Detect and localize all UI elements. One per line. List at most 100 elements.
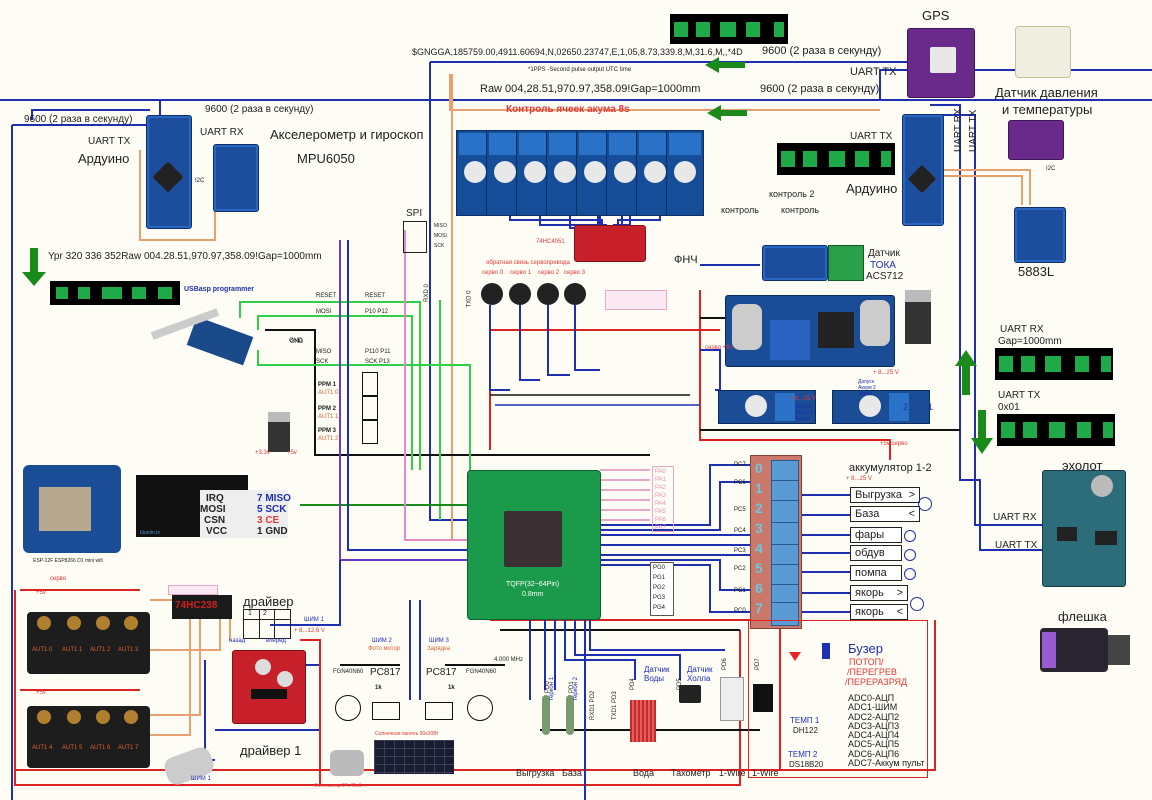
usbasp-miso: MISO <box>316 349 332 355</box>
servo-pot <box>564 283 586 305</box>
wire <box>940 114 1045 526</box>
bottom-label-baza: База <box>562 768 582 778</box>
mcu-package: TQFP(32~64Pin) <box>506 581 560 588</box>
mpu-title: Акселерометр и гироскоп <box>270 127 424 142</box>
pc-pin: PC3 <box>734 548 746 554</box>
load-label: помпа <box>855 567 887 579</box>
pd1-label: PD1 <box>569 681 575 693</box>
servo-bottom-3: AUT1 7 <box>118 745 139 751</box>
ds18b20-sensor <box>753 684 773 712</box>
echo-tx-pin: UART TX <box>995 540 1038 551</box>
wire <box>347 240 470 551</box>
echo-board <box>1042 470 1126 587</box>
pwm3-sub: Зарядка <box>427 646 451 652</box>
ppm-1-label: PPM 1 <box>318 382 337 388</box>
echo-rx-label: UART RX <box>1000 324 1044 335</box>
servo-bottom-1: AUT1 5 <box>62 745 83 751</box>
opto-2-part: PC817 <box>426 667 457 678</box>
driver-voltage: + 8...12,6 V <box>294 628 325 634</box>
relay <box>771 602 799 626</box>
nrf-pin-vcc: VCC <box>206 526 228 537</box>
servo-group-label: серво <box>50 576 67 582</box>
res-2: 1k <box>448 685 455 691</box>
transistor-2 <box>467 695 493 721</box>
ppm-1-sub: AUT1 0 <box>318 390 339 396</box>
pa-pin: PA0 <box>655 469 666 475</box>
gps-chip <box>930 47 956 73</box>
wire <box>270 560 341 626</box>
wire <box>489 329 720 450</box>
kontrol-b-label: контроль <box>781 205 819 215</box>
transistor-1 <box>335 695 361 721</box>
water-sensor <box>630 700 656 742</box>
right-i2c: I2C <box>1046 166 1056 172</box>
pd4-label: PD4 <box>630 678 636 690</box>
wire <box>574 305 600 371</box>
servo-fb-1: серво 1 <box>510 270 532 276</box>
usbasp-p1: P10 P12 <box>365 309 389 315</box>
pc-pin: PC6 <box>734 480 746 486</box>
anchor-motor-icon <box>910 597 924 611</box>
cell-data-arrow-icon <box>707 105 747 121</box>
usbasp-programmer <box>150 308 260 376</box>
cell-module <box>666 130 704 216</box>
gps-baud-rate: 9600 (2 раза в секунду) <box>762 45 882 57</box>
wire <box>699 290 891 460</box>
pa-pin: PA4 <box>655 501 666 507</box>
load-dir: < <box>908 508 915 520</box>
gps-pps-note: *1PPS -Second pulse output UTC time <box>528 67 632 73</box>
spi-pin-miso: MISO <box>434 223 447 229</box>
battery-voltage: + 8...25 V <box>846 476 872 482</box>
left-uart-tx: UART TX <box>88 136 131 147</box>
buzzer-alarm-2: /ПЕРЕГРЕВ <box>847 667 897 677</box>
current-sensor-line1: Датчик <box>868 248 900 259</box>
relay-num: 3 <box>755 520 763 536</box>
rxd-label: RXD 0 <box>423 284 430 302</box>
temp2-part: DS18B20 <box>789 760 824 769</box>
adc-item: ADC1-ШИМ <box>848 702 898 713</box>
mpu6050-board <box>213 144 259 212</box>
adc-item: ADC2-АЦП2 <box>848 711 900 722</box>
right-uart-tx: UART TX <box>850 131 893 142</box>
bottom-label-tachometer: Тахометр <box>671 768 711 778</box>
wire <box>31 109 150 120</box>
relay-board: 0 1 2 3 4 5 6 7 <box>750 455 802 629</box>
load-dir: > <box>908 489 915 501</box>
photo-motor <box>330 750 364 776</box>
gps-module <box>907 28 975 98</box>
gps-antenna <box>1015 26 1071 78</box>
l298n-driver-board <box>232 650 306 724</box>
gps-uart-tx-label: UART TX <box>850 66 897 78</box>
servo-motor <box>114 612 150 674</box>
left-signal-waveform <box>50 281 180 305</box>
voltage-regulator <box>905 290 931 344</box>
servo-bottom-0: AUT1 4 <box>32 745 53 751</box>
battery-dop2: Допуск Аккум 2 Заряд <box>858 379 876 397</box>
wire <box>600 464 760 526</box>
servo-5v-label: +5v <box>36 590 46 596</box>
load-vygruzka: Выгрузка > <box>850 487 920 503</box>
ypr-reading: Ypr 320 336 352Raw 004.28.51,970.97,358.… <box>48 251 322 262</box>
relay-num: 5 <box>755 560 763 576</box>
cell-baud-rate: 9600 (2 раза в секунду) <box>760 83 880 95</box>
driver-fwd: вперед <box>266 638 286 644</box>
pc-pin: PC7 <box>734 462 746 468</box>
pwm3-title: ШИМ 3 <box>429 638 449 644</box>
usbasp-mosi: MOSI <box>316 309 332 315</box>
adc-item: ADC6-АЦП6 <box>848 748 900 759</box>
dht22-sensor <box>720 677 744 721</box>
temp2-label: ТЕМП 2 <box>788 750 818 759</box>
mcu-breakout-board: TQFP(32~64Pin) 0.8mm <box>467 470 601 620</box>
pc-pin: PC1 <box>734 588 746 594</box>
pg-pin: PG1 <box>653 575 666 581</box>
servo-feedback-label: обратная связь сервопривода <box>486 260 570 266</box>
temp1-label: ТЕМП 1 <box>790 716 820 725</box>
servo-fb-2: серво 2 <box>538 270 560 276</box>
usbasp-title: USBasp programmer <box>184 286 255 293</box>
right-arduino-board <box>902 114 944 226</box>
mcu-chip <box>504 511 562 567</box>
bottom-label-1wire-a: 1-Wire <box>719 768 746 778</box>
battery-module-2 <box>832 390 930 424</box>
nrf-pin-csn: CSN <box>204 515 226 526</box>
servo-pot <box>509 283 531 305</box>
